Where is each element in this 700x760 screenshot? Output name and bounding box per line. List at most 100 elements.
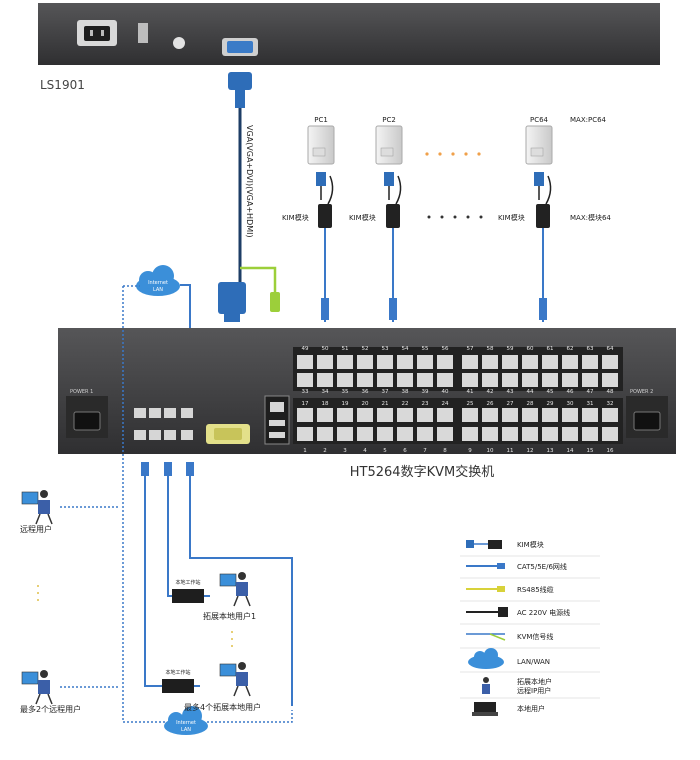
port-50 (317, 355, 333, 369)
port-10 (482, 427, 498, 441)
ground-screw-icon (173, 37, 185, 49)
port-number-19: 19 (342, 401, 349, 407)
port-number-61: 61 (547, 346, 554, 352)
port-number-6: 6 (403, 448, 407, 454)
port-31 (582, 408, 598, 422)
port-26 (482, 408, 498, 422)
switch-title: HT5264数字KVM交换机 (350, 464, 494, 480)
port-number-64: 64 (607, 346, 614, 352)
port-number-8: 8 (443, 448, 447, 454)
port-grid (297, 355, 618, 441)
port-number-50: 50 (322, 346, 329, 352)
port-53 (377, 355, 393, 369)
port-60 (522, 355, 538, 369)
port-4 (357, 427, 373, 441)
legend-lan-icon (468, 648, 504, 669)
port-5 (377, 427, 393, 441)
port-33 (297, 373, 313, 387)
port-number-10: 10 (487, 448, 494, 454)
port-number-3: 3 (343, 448, 347, 454)
port-21 (377, 408, 393, 422)
port-number-16: 16 (607, 448, 614, 454)
kim-label-1: KIM模块 (282, 213, 309, 222)
cable-plugs (141, 462, 194, 476)
port-8 (437, 427, 453, 441)
ext-box-2 (162, 679, 194, 693)
port-25 (462, 408, 478, 422)
port-number-46: 46 (567, 389, 574, 395)
power1-label: POWER 1 (70, 389, 93, 395)
port-59 (502, 355, 518, 369)
port-14 (562, 427, 578, 441)
port-number-37: 37 (382, 389, 389, 395)
green-cable (240, 266, 277, 292)
pc-64 (525, 125, 553, 165)
port-number-13: 13 (547, 448, 554, 454)
port-number-14: 14 (567, 448, 574, 454)
port-6 (397, 427, 413, 441)
port-12 (522, 427, 538, 441)
port-number-41: 41 (467, 389, 474, 395)
port-28 (522, 408, 538, 422)
pc64-label: PC64 (530, 116, 549, 124)
port-48 (602, 373, 618, 387)
port-number-38: 38 (402, 389, 409, 395)
remote-user-icon-2 (21, 670, 53, 705)
port-number-60: 60 (527, 346, 534, 352)
cloud-top-text2: LAN (153, 287, 163, 293)
legend-item-2: CAT5/5E/6网线 (517, 562, 567, 571)
port-20 (357, 408, 373, 422)
legend-local-user-icon (472, 702, 498, 716)
port-number-1: 1 (303, 448, 307, 454)
cloud-top-icon: Internet LAN (136, 265, 180, 296)
legend-kim-icon (466, 540, 502, 549)
port-number-9: 9 (468, 448, 472, 454)
legend-item-1: KIM模块 (517, 540, 544, 549)
port-52 (357, 355, 373, 369)
legend-rs485-icon (466, 586, 505, 592)
cloud-bottom-text1: Internet (176, 720, 196, 726)
ext-box-1 (172, 589, 204, 603)
port-19 (337, 408, 353, 422)
port-number-44: 44 (527, 389, 534, 395)
port-62 (562, 355, 578, 369)
vga-cable (218, 72, 252, 322)
remote-user-links (60, 506, 118, 688)
port-57 (462, 355, 478, 369)
ls1901-label: LS1901 (40, 78, 85, 92)
port-number-54: 54 (402, 346, 409, 352)
legend-item-5: KVM信号线 (517, 632, 553, 641)
ext-user-icon-2 (219, 662, 251, 697)
cloud-top-text1: Internet (148, 280, 168, 286)
kim-max-label: MAX:模块64 (570, 213, 611, 222)
port-number-21: 21 (382, 401, 389, 407)
green-cable-plug (270, 292, 280, 312)
port-30 (562, 408, 578, 422)
port-3 (337, 427, 353, 441)
pc2-label: PC2 (382, 116, 396, 124)
port-number-57: 57 (467, 346, 474, 352)
port-number-62: 62 (567, 346, 574, 352)
cloud-bottom-text2: LAN (181, 727, 191, 733)
port-37 (377, 373, 393, 387)
port-15 (582, 427, 598, 441)
remote-user-label: 远程用户 (20, 524, 52, 534)
port-55 (417, 355, 433, 369)
port-35 (337, 373, 353, 387)
port-number-53: 53 (382, 346, 389, 352)
pc-ellipsis (425, 152, 481, 156)
ht5264-switch (58, 328, 676, 454)
port-46 (562, 373, 578, 387)
port-number-15: 15 (587, 448, 594, 454)
port-43 (502, 373, 518, 387)
legend-ext-user-icon (482, 677, 490, 694)
vga-cable-label: VGA(VGA+DVI)(VGA+HDMI) (245, 125, 254, 238)
port-7 (417, 427, 433, 441)
port-56 (437, 355, 453, 369)
port-number-47: 47 (587, 389, 594, 395)
ext-local-max-label: 最多4个拓展本地用户 (184, 702, 261, 712)
port-38 (397, 373, 413, 387)
port-63 (582, 355, 598, 369)
legend: KIM模块 CAT5/5E/6网线 RS485线缆 AC 220V 电源线 KV… (460, 540, 600, 716)
remote-users-ellipsis (37, 585, 39, 601)
